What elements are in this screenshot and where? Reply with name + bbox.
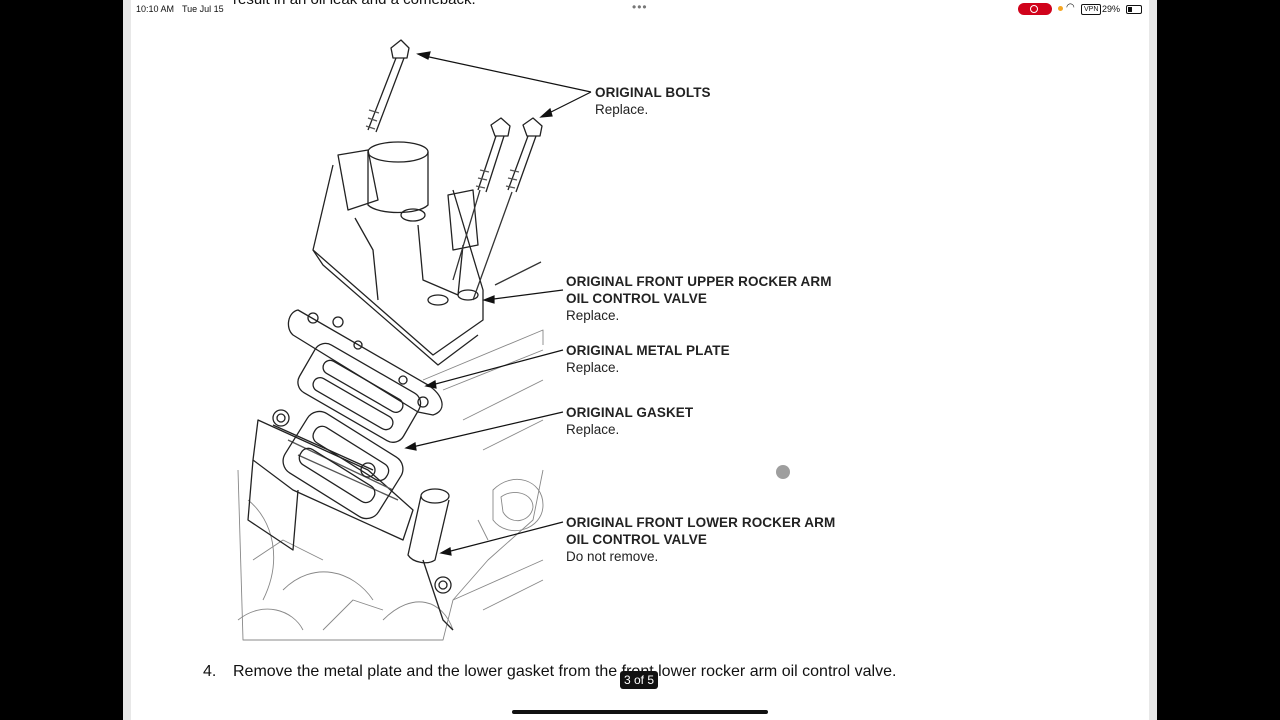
mic-indicator-icon [1058,6,1063,11]
page-indicator: 3 of 5 [620,671,659,689]
instruction-step: 4. Remove the metal plate and the lower g… [203,663,896,681]
callout-title: ORIGINAL GASKET [566,405,694,420]
status-time: 10:10 AM [136,4,175,14]
callout-note: Replace. [566,360,620,375]
record-icon[interactable] [1018,3,1052,15]
callout-note: Replace. [566,422,620,437]
callout-title-line2: OIL CONTROL VALVE [566,291,707,306]
callout-note: Do not remove. [566,549,659,564]
callout-upper-valve: ORIGINAL FRONT UPPER ROCKER ARM OIL CONT… [566,273,832,324]
callout-title: ORIGINAL METAL PLATE [566,343,730,358]
callout-original-bolts: ORIGINAL BOLTS Replace. [595,84,711,118]
home-indicator[interactable] [512,710,768,714]
callout-title-line1: ORIGINAL FRONT UPPER ROCKER ARM [566,274,832,289]
step-text: Remove the metal plate and the lower gas… [233,663,897,680]
battery-percent: 29% [1102,4,1121,14]
battery-icon [1126,5,1142,14]
callout-lower-valve: ORIGINAL FRONT LOWER ROCKER ARM OIL CONT… [566,514,835,565]
multitask-dots-icon[interactable]: ••• [632,0,648,14]
status-date: Tue Jul 15 [182,4,224,14]
right-bezel [1149,0,1157,720]
step-number: 4. [203,663,217,680]
document-screen: 10:10 AM Tue Jul 15 result in an oil lea… [123,0,1157,720]
callout-title-line2: OIL CONTROL VALVE [566,532,707,547]
touch-pointer [776,465,790,479]
callout-title-line1: ORIGINAL FRONT LOWER ROCKER ARM [566,515,836,530]
callout-note: Replace. [566,308,620,323]
document-text-cut: result in an oil leak and a comeback. [233,0,476,8]
callout-title: ORIGINAL BOLTS [595,85,711,100]
callout-metal-plate: ORIGINAL METAL PLATE Replace. [566,342,730,376]
callout-gasket: ORIGINAL GASKET Replace. [566,404,693,438]
left-bezel [123,0,131,720]
callout-note: Replace. [595,102,649,117]
rocker-arm-valve-diagram [237,39,592,641]
wifi-icon: ◠ [1066,2,1075,13]
vpn-badge: VPN [1081,4,1102,15]
